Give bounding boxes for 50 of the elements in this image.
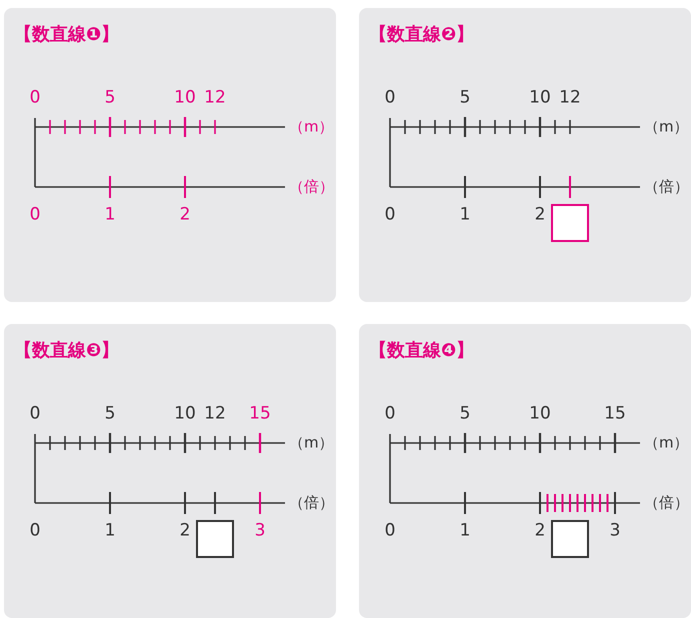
tick-label: 5 [460, 406, 470, 422]
tick-label: 2 [180, 206, 190, 224]
tick-label: 1 [104, 522, 116, 540]
tick-label: 0 [384, 90, 396, 106]
tick-label: 5 [460, 90, 470, 106]
unit-label: （m） [644, 436, 689, 450]
panel-heading: 【数直線❶】 [14, 23, 120, 46]
tick-label: 10 [174, 90, 196, 106]
panel-card [359, 8, 691, 302]
unit-label: （m） [289, 436, 334, 450]
tick-label: 0 [384, 522, 396, 540]
panel-heading: 【数直線❸】 [14, 339, 120, 362]
tick-label: 0 [30, 522, 40, 540]
tick-label: 5 [104, 90, 116, 106]
unit-label: （倍） [289, 180, 334, 194]
panel-heading: 【数直線❹】 [369, 339, 474, 362]
tick-label: 0 [30, 406, 40, 422]
unit-label: （m） [289, 120, 334, 134]
tick-label: 12 [204, 406, 226, 422]
tick-label: 0 [384, 206, 396, 224]
tick-label: 15 [249, 406, 271, 422]
unit-label: （倍） [644, 496, 689, 510]
tick-label: 10 [529, 90, 551, 106]
tick-label: 1 [460, 206, 470, 224]
answer-box [551, 204, 589, 242]
tick-label: 0 [384, 406, 396, 422]
tick-label: 10 [529, 406, 551, 422]
tick-label: 2 [180, 522, 190, 540]
tick-label: 0 [30, 206, 40, 224]
tick-label: 10 [174, 406, 196, 422]
tick-label: 2 [534, 522, 546, 540]
answer-box [196, 520, 234, 558]
tick-label: 1 [460, 522, 470, 540]
answer-box [551, 520, 589, 558]
tick-label: 2 [534, 206, 546, 224]
unit-label: （m） [644, 120, 689, 134]
tick-label: 12 [559, 90, 581, 106]
tick-label: 12 [204, 90, 226, 106]
tick-label: 5 [104, 406, 116, 422]
tick-label: 15 [604, 406, 626, 422]
tick-label: 3 [254, 522, 266, 540]
unit-label: （倍） [644, 180, 689, 194]
panel-card [4, 8, 336, 302]
panel-card [4, 324, 336, 618]
unit-label: （倍） [289, 496, 334, 510]
panel-heading: 【数直線❷】 [369, 23, 474, 46]
tick-label: 3 [610, 522, 620, 540]
tick-label: 1 [104, 206, 116, 224]
panel-card [359, 324, 691, 618]
tick-label: 0 [30, 90, 40, 106]
